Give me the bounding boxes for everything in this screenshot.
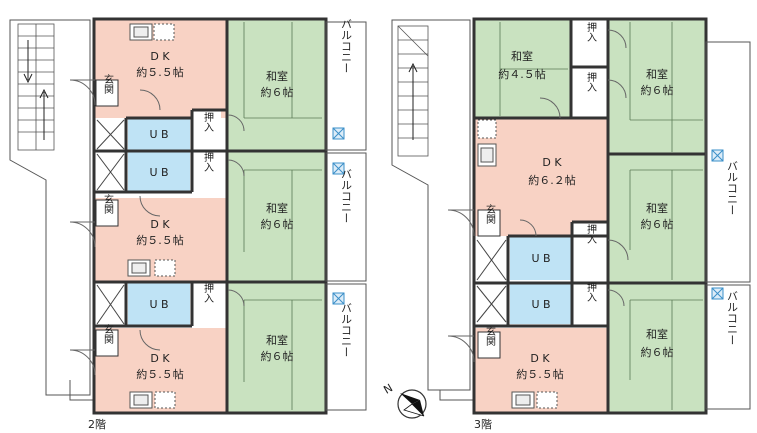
bath-label-3f-2: U B <box>531 298 550 311</box>
bath-3f-2 <box>510 284 572 324</box>
tatami-lines-2f <box>243 22 322 410</box>
dk-size-2f-2: 約５.５帖 <box>136 233 184 247</box>
washitsu-room-2f-1 <box>228 20 325 150</box>
closet-label-3f-2: 押入 <box>585 71 597 92</box>
staircase <box>17 23 55 151</box>
closet-3f-2 <box>572 68 608 118</box>
entrance-label-3f-1: 玄関 <box>484 203 496 225</box>
dk-name-2f-3: D K <box>150 352 170 365</box>
bath-label-2f-3: U B <box>149 298 168 311</box>
washitsu-size-3f-4: 約６帖 <box>641 345 674 359</box>
closet-label-2f-3: 押入 <box>202 282 214 303</box>
pipe-shafts-2f <box>96 119 125 325</box>
washitsu-name-3f-1: 和室 <box>511 49 533 63</box>
washitsu-name-3f-3: 和室 <box>646 201 668 215</box>
balcony-label-2f-1: バルコニー <box>340 19 353 74</box>
stair-hall-outline-3f <box>391 19 471 391</box>
entrance-boxes-3f <box>477 209 501 359</box>
closet-3f-4 <box>572 284 608 326</box>
kitchen-sinks-2f <box>127 23 176 409</box>
bath-2f-2 <box>128 152 190 192</box>
closet-3f-1 <box>572 20 608 66</box>
washitsu-name-2f-3: 和室 <box>266 333 288 347</box>
labels-3f: 和室 約４.５帖 和室 約６帖 D K 約６.２帖 和室 約６帖 和室 約６帖 … <box>474 21 739 431</box>
balconies-2f <box>325 21 367 411</box>
entrance-label-3f-2: 玄関 <box>484 325 496 347</box>
washitsu-name-3f-4: 和室 <box>646 327 668 341</box>
window-markers-3f <box>711 149 724 300</box>
dk-name-2f-2: D K <box>150 218 170 231</box>
balcony-label-2f-3: バルコニー <box>340 303 353 358</box>
washitsu-size-2f-1: 約６帖 <box>261 85 294 99</box>
balcony-label-3f-1: バルコニー <box>726 161 739 216</box>
bath-label-2f-2: U B <box>149 166 168 179</box>
closet-2f-2 <box>193 152 221 190</box>
floor-2-plan <box>9 17 367 415</box>
bath-3f-1 <box>510 236 572 280</box>
closet-2f-3 <box>193 283 221 325</box>
dk-name-3f-1: D K <box>542 156 562 169</box>
washitsu-name-3f-2: 和室 <box>646 67 668 81</box>
compass-letter: N <box>381 381 395 396</box>
stair-up-arrow-icon-3f <box>408 62 418 140</box>
dk-size-2f-3: 約５.５帖 <box>136 367 184 381</box>
balconies-3f <box>705 41 751 410</box>
stair-down-arrow-icon <box>23 40 33 84</box>
pipe-shafts-3f <box>476 239 507 323</box>
bath-2f-1 <box>128 118 190 150</box>
dk-name-3f-2: D K <box>530 352 550 365</box>
closet-label-2f-2: 押入 <box>202 151 214 172</box>
floor-caption-2f: 2階 <box>88 417 106 431</box>
dk-size-3f-1: 約６.２帖 <box>528 173 576 187</box>
balcony-label-2f-2: バルコニー <box>340 169 353 224</box>
stair-up-arrow-icon <box>39 88 49 140</box>
north-compass-icon: N <box>381 381 427 419</box>
labels-2f: D K 約５.５帖 和室 約６帖 D K 約５.５帖 和室 約６帖 D K 約５… <box>88 19 353 432</box>
washitsu-room-2f-3 <box>228 283 325 412</box>
washitsu-size-3f-3: 約６帖 <box>641 217 674 231</box>
kitchen-sinks-3f <box>477 119 558 409</box>
washitsu-size-2f-2: 約６帖 <box>261 217 294 231</box>
washitsu-name-2f-1: 和室 <box>266 69 288 83</box>
window-markers-2f <box>332 127 345 305</box>
dk-size-3f-2: 約５.５帖 <box>516 367 564 381</box>
entrance-label-2f-2: 玄関 <box>102 193 114 215</box>
closet-label-3f-3: 押入 <box>585 223 597 244</box>
door-swings-3f <box>447 29 629 363</box>
bath-label-2f-1: U B <box>149 128 168 141</box>
bath-label-3f-1: U B <box>531 252 550 265</box>
floor-3-plan <box>391 17 751 415</box>
entrance-boxes-2f <box>95 79 119 357</box>
washitsu-name-2f-2: 和室 <box>266 201 288 215</box>
washitsu-size-2f-3: 約６帖 <box>261 349 294 363</box>
bath-2f-3 <box>128 283 190 325</box>
closet-3f-3 <box>572 222 608 280</box>
closet-2f-1 <box>193 110 221 150</box>
floor-caption-3f: 3階 <box>474 417 492 431</box>
tatami-lines-3f <box>499 22 703 410</box>
dk-name-2f-1: D K <box>150 50 170 63</box>
corridor-outline <box>69 380 94 401</box>
washitsu-size-3f-2: 約６帖 <box>641 83 674 97</box>
washitsu-size-3f-1: 約４.５帖 <box>498 67 546 81</box>
closet-label-3f-4: 押入 <box>585 281 597 302</box>
dk-size-2f-1: 約５.５帖 <box>136 65 184 79</box>
entrance-label-2f-3: 玄関 <box>102 323 114 345</box>
washitsu-room-3f-3 <box>608 155 705 282</box>
closet-label-3f-1: 押入 <box>585 21 597 42</box>
door-swings-2f <box>69 79 245 376</box>
entrance-label-2f-1: 玄関 <box>102 73 114 95</box>
corridor-outline-3f <box>439 390 474 401</box>
balcony-label-3f-2: バルコニー <box>726 291 739 346</box>
washitsu-room-2f-2 <box>228 152 325 281</box>
stair-hall-outline <box>9 19 91 396</box>
washitsu-room-3f-2 <box>608 20 705 153</box>
closet-label-2f-1: 押入 <box>202 111 214 132</box>
